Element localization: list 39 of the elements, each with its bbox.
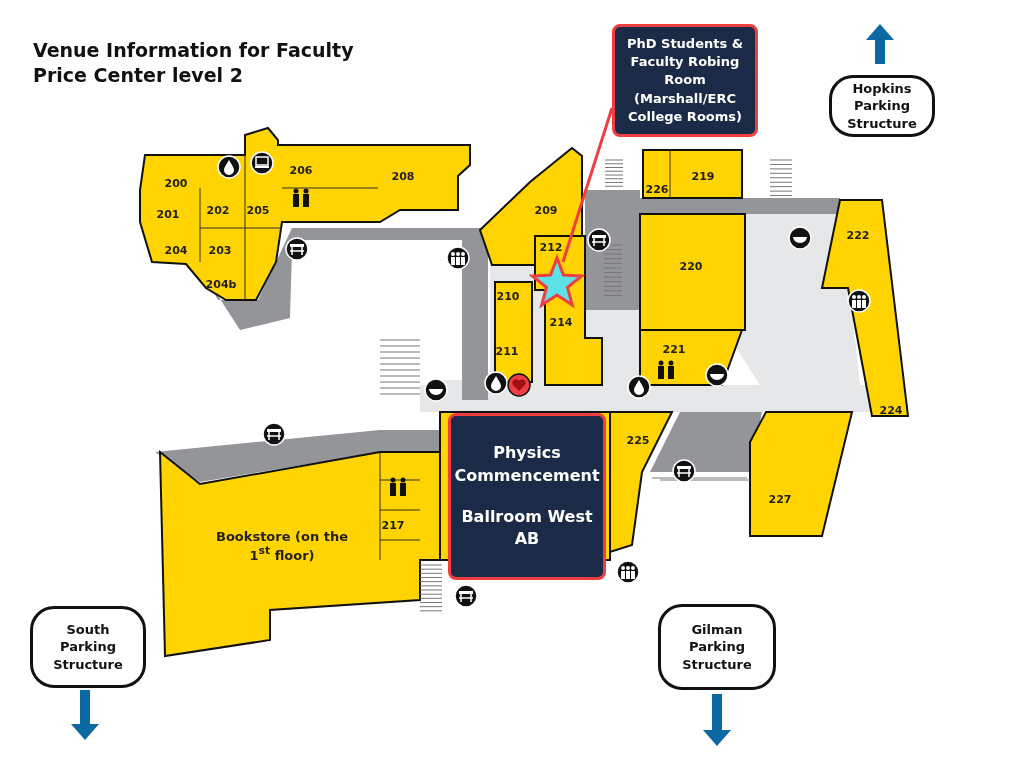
leader-line — [561, 107, 614, 263]
room-number: 205 — [246, 203, 270, 217]
room-number: 212 — [539, 240, 563, 254]
room-number: 220 — [679, 259, 703, 273]
box-text: Hopkins Parking Structure — [846, 79, 918, 133]
room-number: 208 — [391, 169, 415, 183]
box-text: PhD Students & Faculty Robing Room (Marshall/ERC College Rooms) — [625, 35, 745, 126]
room-number: 214 — [549, 315, 573, 329]
room-number: 209 — [534, 203, 558, 217]
subtitle: Price Center level 2 — [33, 64, 243, 86]
room-number: 210 — [496, 289, 520, 303]
room-number: 204b — [205, 277, 237, 291]
star-marker — [529, 254, 585, 310]
room-number: 211 — [495, 344, 519, 358]
parking-label-box — [30, 606, 146, 688]
room-number: 222 — [846, 228, 870, 242]
room-number: 227 — [768, 492, 792, 506]
room-number: 201 — [156, 207, 180, 221]
room-number: 204 — [164, 243, 188, 257]
box-text: Gilman Parking Structure — [681, 620, 753, 674]
room-number: 221 — [662, 342, 686, 356]
room-number: 206 — [289, 163, 313, 177]
room-number: 217 — [381, 518, 405, 532]
room-number: 203 — [208, 243, 232, 257]
callout-box — [612, 24, 758, 137]
parking-label-box — [658, 604, 776, 690]
room-number: 202 — [206, 203, 230, 217]
room-number: 219 — [691, 169, 715, 183]
room-number: 226 — [645, 182, 669, 196]
room-number: 200 — [164, 176, 188, 190]
box-text: Ballroom West AB — [460, 506, 594, 551]
title: Venue Information for Faculty — [33, 38, 354, 63]
room-number: 225 — [626, 433, 650, 447]
area-label: Bookstore (on the 1$^{st}$ floor) — [215, 529, 349, 563]
parking-label-box — [829, 75, 935, 137]
box-text: South Parking Structure — [52, 620, 124, 674]
room-number: 224 — [879, 403, 903, 417]
box-text: Physics Commencement — [453, 442, 601, 487]
callout-box — [448, 413, 606, 580]
